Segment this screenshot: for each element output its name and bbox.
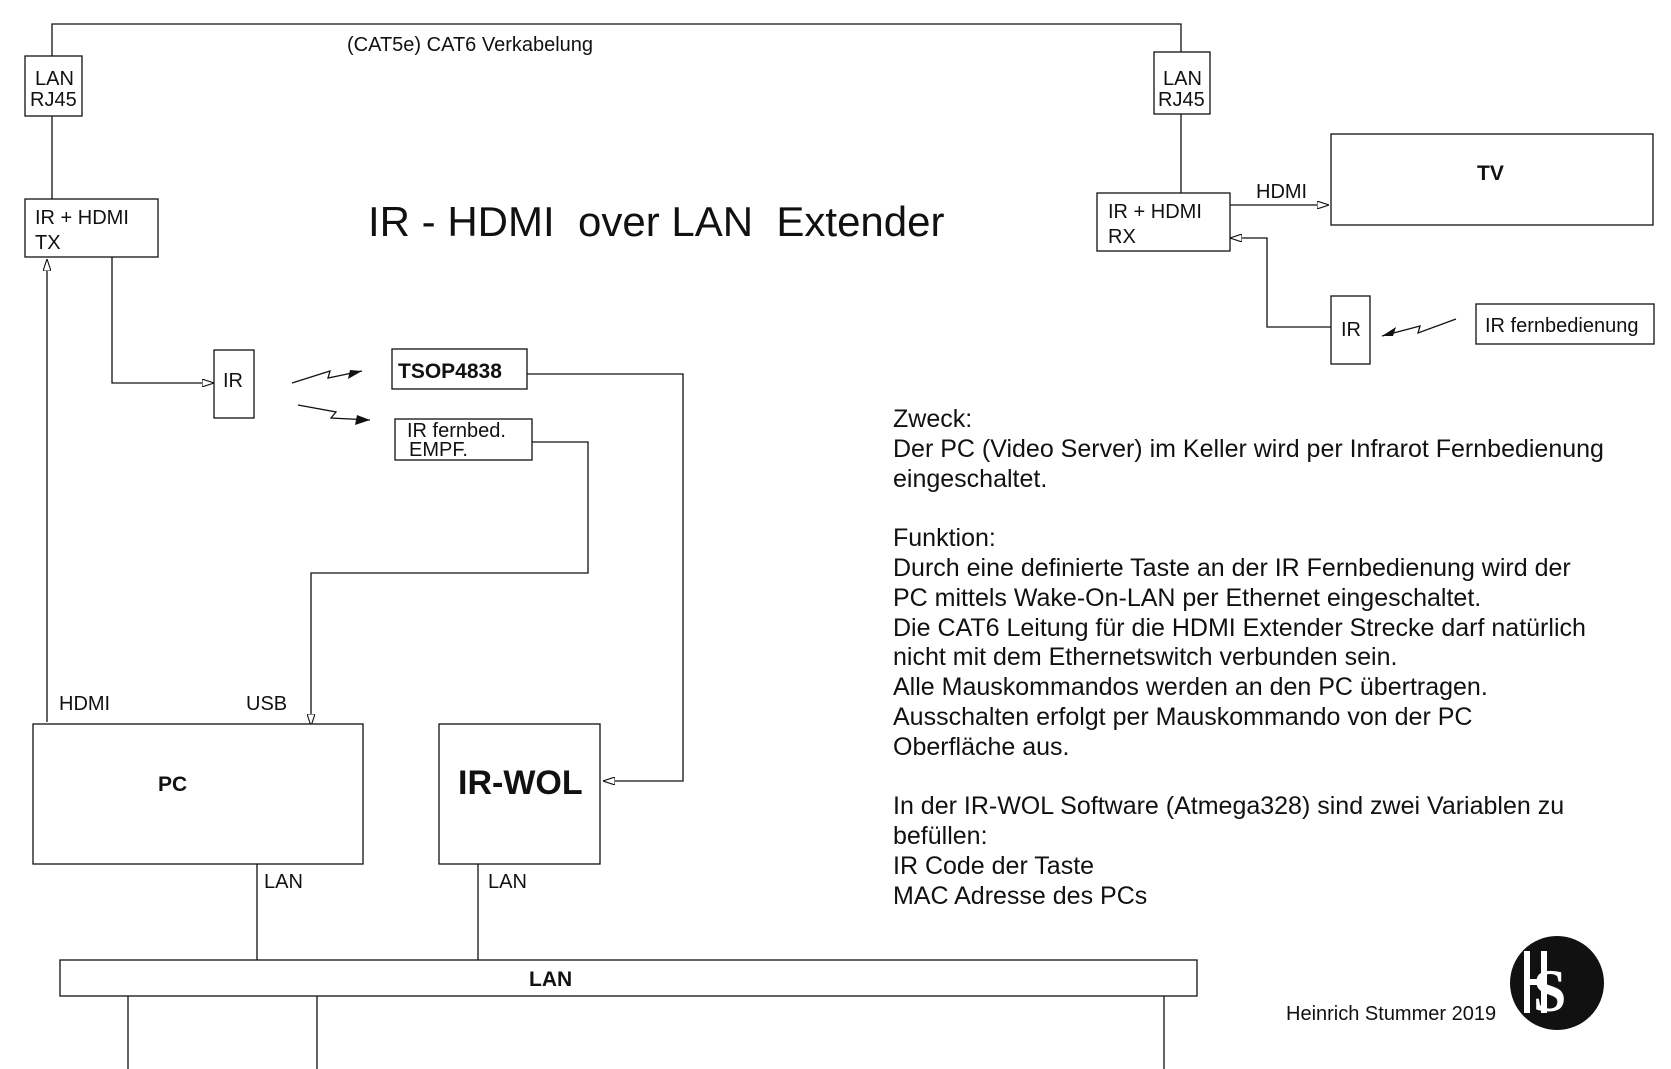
ir-beam-to-receiver-head (355, 415, 370, 425)
description-line: Zweck: (893, 405, 973, 433)
ir-receiver-box (394, 418, 533, 461)
tx-unit (24, 198, 159, 258)
tsop4838-label: TSOP4838 (398, 360, 502, 383)
pc-label: PC (158, 773, 187, 796)
description-line: Durch eine definierte Taste an der IR Fe… (893, 553, 1571, 582)
description-panel: Zweck:Der PC (Video Server) im Keller wi… (893, 405, 1653, 941)
hs-logo: S (1510, 936, 1604, 1030)
hdmi-rx-label: HDMI (1256, 181, 1307, 203)
description-line: PC mittels Wake-On-LAN per Ethernet eing… (893, 583, 1482, 612)
lan-jack-left-line1: LAN (35, 68, 74, 90)
tx-unit-line1: IR + HDMI (35, 207, 129, 229)
rx-unit (1096, 192, 1231, 252)
description-line: eingeschaltet. (893, 464, 1048, 493)
ir-sensor-rx-label: IR (1341, 319, 1361, 341)
wire-receiver-to-pc-usb (311, 441, 589, 726)
pc-hdmi-label: HDMI (59, 693, 110, 715)
ir-emitter-tx (213, 349, 255, 419)
diagram-title: IR - HDMI over LAN Extender (368, 198, 945, 245)
description-line: nicht mit dem Ethernetswitch verbunden s… (893, 643, 1398, 672)
cat6-cable-top (51, 23, 1182, 56)
description-line: befüllen: (893, 822, 988, 851)
description-line: Ausschalten erfolgt per Mauskommando von… (893, 702, 1473, 731)
lan-jack-right-line1: LAN (1163, 68, 1202, 90)
lan-jack-right-line2: RJ45 (1158, 89, 1205, 111)
irwol-box (438, 723, 601, 865)
cabling-label: (CAT5e) CAT6 Verkabelung (347, 34, 593, 56)
ir-receiver-line1: IR fernbed. (407, 420, 506, 442)
description-line: Die CAT6 Leitung für die HDMI Extender S… (893, 613, 1586, 642)
irwol-label: IR-WOL (458, 764, 583, 802)
description-line: In der IR-WOL Software (Atmega328) sind … (893, 792, 1565, 821)
ir-beam-to-receiver (297, 404, 371, 421)
author-credit: Heinrich Stummer 2019 (1286, 1003, 1496, 1025)
tsop4838-box (391, 348, 528, 390)
ir-sensor-rx (1330, 295, 1371, 365)
lan-bus-label: LAN (529, 968, 572, 991)
description-line: Alle Mauskommandos werden an den PC über… (893, 673, 1488, 702)
remote-control-box (1475, 303, 1655, 345)
description-line: Der PC (Video Server) im Keller wird per… (893, 434, 1604, 463)
ir-beam-remote (1381, 318, 1457, 337)
description-line: Oberfläche aus. (893, 732, 1070, 761)
ir-beam-remote-head (1382, 327, 1396, 336)
hs-logo-text: S (1533, 958, 1566, 1024)
description-line: IR Code der Taste (893, 851, 1095, 880)
ir-beam-to-tsop-head (348, 370, 362, 379)
tv-label: TV (1477, 162, 1504, 185)
description-paragraph: In der IR-WOL Software (Atmega328) sind … (893, 792, 1653, 911)
ir-beam-to-tsop (291, 370, 363, 384)
wire-ir-to-rx (1230, 238, 1331, 328)
description-paragraph: Zweck:Der PC (Video Server) im Keller wi… (893, 405, 1653, 494)
rx-unit-line1: IR + HDMI (1108, 201, 1202, 223)
lan-jack-right (1153, 51, 1211, 115)
lan-jack-left (24, 55, 83, 117)
lan-jack-left-line2: RJ45 (30, 89, 77, 111)
description-line: MAC Adresse des PCs (893, 881, 1148, 910)
tx-unit-line2: TX (35, 232, 61, 254)
wire-tsop-to-irwol (527, 373, 684, 781)
tv-box (1330, 133, 1654, 226)
pc-lan-label: LAN (264, 871, 303, 893)
ir-receiver-line2: EMPF. (409, 439, 468, 461)
pc-usb-label: USB (246, 693, 287, 715)
rx-unit-line2: RX (1108, 226, 1136, 248)
description-paragraph: Funktion:Durch eine definierte Taste an … (893, 524, 1653, 762)
ir-emitter-tx-label: IR (223, 370, 243, 392)
pc-box (32, 723, 364, 865)
description-line: Funktion: (893, 524, 996, 553)
irwol-lan-label: LAN (488, 871, 527, 893)
lan-bus (59, 959, 1198, 997)
remote-control-label: IR fernbedienung (1485, 315, 1638, 337)
wire-tx-to-ir (111, 257, 214, 383)
